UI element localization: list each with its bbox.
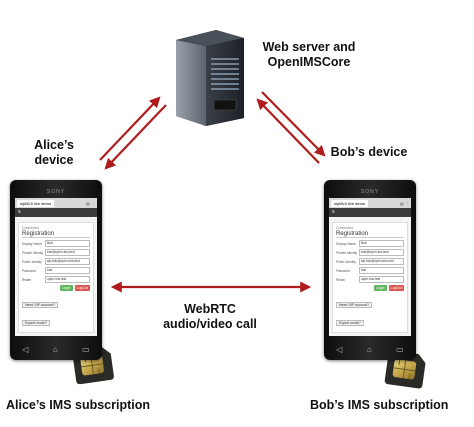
android-nav-bar: ◁ ⌂ ▭ [10,345,102,354]
need-sip-account-link[interactable]: Need SIP account? [22,302,59,308]
tab-title: sipML5 live demo [334,200,366,206]
login-button[interactable]: LogIn [373,285,387,291]
bob-device-label: Bob’s device [330,145,408,159]
home-icon[interactable]: ⌂ [52,345,58,354]
alice-device-label: Alice’s device [24,138,84,168]
field-row: Realm open-ims.test [22,276,90,283]
server-label-line1: Web server and [262,40,356,54]
server-label: Web server and OpenIMSCore [254,40,364,70]
phone-brand: SONY [360,189,380,195]
alice-device-label-line1: Alice’s [34,138,74,152]
field-row: Password bob [22,267,90,274]
expert-mode-link[interactable]: Expert mode? [22,320,50,326]
webrtc-label: WebRTC audio/video call [150,302,270,332]
field-label: Private Identity [336,250,358,255]
field-input[interactable]: bob@open-ims.test [45,249,90,256]
phone-screen: sipML5 live demo ▤ ⋮ ≡ Connected Registr… [15,198,97,336]
browser-tab-bar: sipML5 live demo ▤ ⋮ [329,198,411,208]
recents-icon[interactable]: ▭ [82,345,90,354]
field-label: Realm [336,277,346,282]
login-button[interactable]: LogIn [59,285,73,291]
recents-icon[interactable]: ▭ [396,345,404,354]
field-input[interactable]: Bob [45,240,90,247]
field-input[interactable]: bob [45,267,90,274]
status-text: Connected [22,226,39,230]
bob-subscription-label: Bob’s IMS subscription [310,398,449,412]
browser-menu-icon[interactable]: ▤ ⋮ [400,200,409,206]
bob-phone-body: SONY sipML5 live demo ▤ ⋮ ≡ Connected Re… [324,180,416,360]
need-sip-account-link[interactable]: Need SIP account? [336,302,373,308]
field-input[interactable]: sip:bob@open-ims.test [359,258,404,265]
expert-mode-link[interactable]: Expert mode? [336,320,364,326]
alice-phone-body: SONY sipML5 live demo ▤ ⋮ ≡ Connected Re… [10,180,102,360]
back-icon[interactable]: ◁ [22,345,29,354]
tab-title: sipML5 live demo [20,200,52,206]
field-input[interactable]: Bob [359,240,404,247]
arrow-alice-server [99,96,167,170]
server-label-line2: OpenIMSCore [267,55,351,69]
browser-tab[interactable]: sipML5 live demo [331,199,369,207]
field-input[interactable]: open-ims.test [45,276,90,283]
field-label: Realm [22,277,32,282]
field-input[interactable]: bob [359,267,404,274]
logout-button[interactable]: LogOut [74,285,90,291]
status-text: Connected [336,226,353,230]
field-input[interactable]: open-ims.test [359,276,404,283]
field-label: Public Identity [22,259,42,264]
webrtc-label-line1: WebRTC [184,302,236,316]
app-logo-icon: ≡ [15,208,97,217]
browser-tab-bar: sipML5 live demo ▤ ⋮ [15,198,97,208]
registration-heading: Registration [336,231,404,238]
field-label: Display Name [22,241,42,246]
phone-brand: SONY [46,189,66,195]
back-icon[interactable]: ◁ [336,345,343,354]
field-label: Public Identity [336,259,356,264]
app-logo-icon: ≡ [329,208,411,217]
alice-device-label-line2: device [34,153,74,167]
logout-button[interactable]: LogOut [388,285,404,291]
android-nav-bar: ◁ ⌂ ▭ [324,345,416,354]
field-row: Realm open-ims.test [336,276,404,283]
webrtc-label-line2: audio/video call [163,317,257,331]
registration-heading: Registration [22,231,90,238]
field-row: Password bob [336,267,404,274]
server-icon [176,30,244,126]
browser-menu-icon[interactable]: ▤ ⋮ [86,200,95,206]
browser-tab[interactable]: sipML5 live demo [17,199,55,207]
field-input[interactable]: sip:bob@open-ims.test [45,258,90,265]
field-label: Display Name [336,241,356,246]
phone-screen: sipML5 live demo ▤ ⋮ ≡ Connected Registr… [329,198,411,336]
field-input[interactable]: bob@open-ims.test [359,249,404,256]
field-label: Password [22,268,36,273]
arrow-bob-server [256,91,326,164]
field-label: Private Identity [22,250,44,255]
home-icon[interactable]: ⌂ [366,345,372,354]
alice-subscription-label: Alice’s IMS subscription [6,398,151,412]
field-label: Password [336,268,350,273]
